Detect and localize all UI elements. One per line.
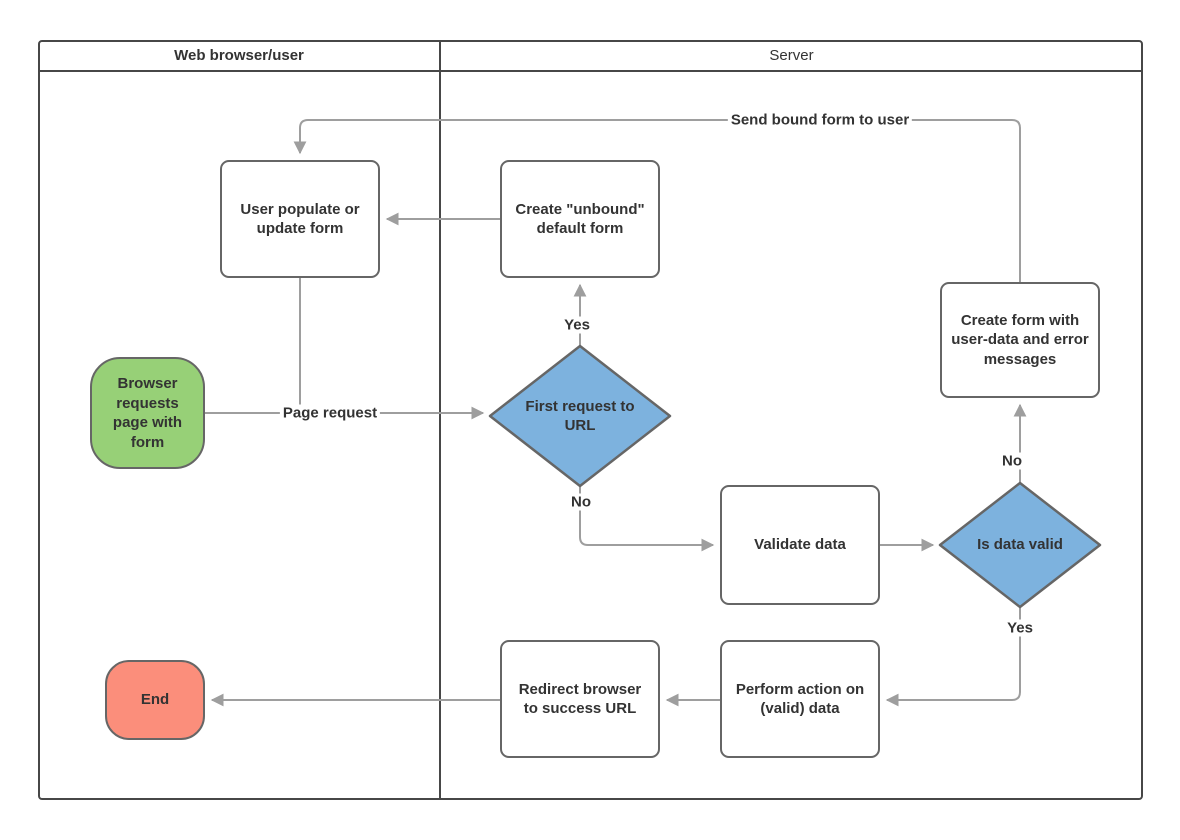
pool-header-separator <box>38 70 1143 72</box>
decision-is-data-valid-shape <box>938 481 1102 609</box>
edge-label-page-request: Page request <box>279 404 381 422</box>
node-validate-data: Validate data <box>720 485 880 605</box>
edge-send-bound-form <box>293 119 1021 282</box>
swimlane-pool <box>38 40 1143 800</box>
edge-first-request-no <box>579 486 715 552</box>
edge-label-is-valid-yes: Yes <box>1004 619 1036 637</box>
node-redirect-browser: Redirect browser to success URL <box>500 640 660 758</box>
decision-first-request-label: First request to URL <box>525 397 635 435</box>
lane-header-web-browser: Web browser/user <box>174 47 304 64</box>
lane-divider <box>439 40 441 800</box>
node-create-form-with-errors: Create form with user-data and error mes… <box>940 282 1100 398</box>
edge-label-send-bound-form: Send bound form to user <box>727 111 913 129</box>
node-create-unbound-form: Create "unbound" default form <box>500 160 660 278</box>
edge-label-first-request-yes: Yes <box>561 316 593 334</box>
lane-header-server: Server <box>769 47 814 64</box>
edge-label-is-valid-no: No <box>999 452 1025 470</box>
decision-first-request-shape <box>488 344 672 488</box>
node-perform-action: Perform action on (valid) data <box>720 640 880 758</box>
edge-label-first-request-no: No <box>568 493 594 511</box>
decision-is-data-valid-label: Is data valid <box>977 536 1063 554</box>
node-start-browser-requests: Browser requests page with form <box>90 357 205 469</box>
node-user-populate-form: User populate or update form <box>220 160 380 278</box>
node-end: End <box>105 660 205 740</box>
edge-is-valid-yes <box>885 607 1021 707</box>
